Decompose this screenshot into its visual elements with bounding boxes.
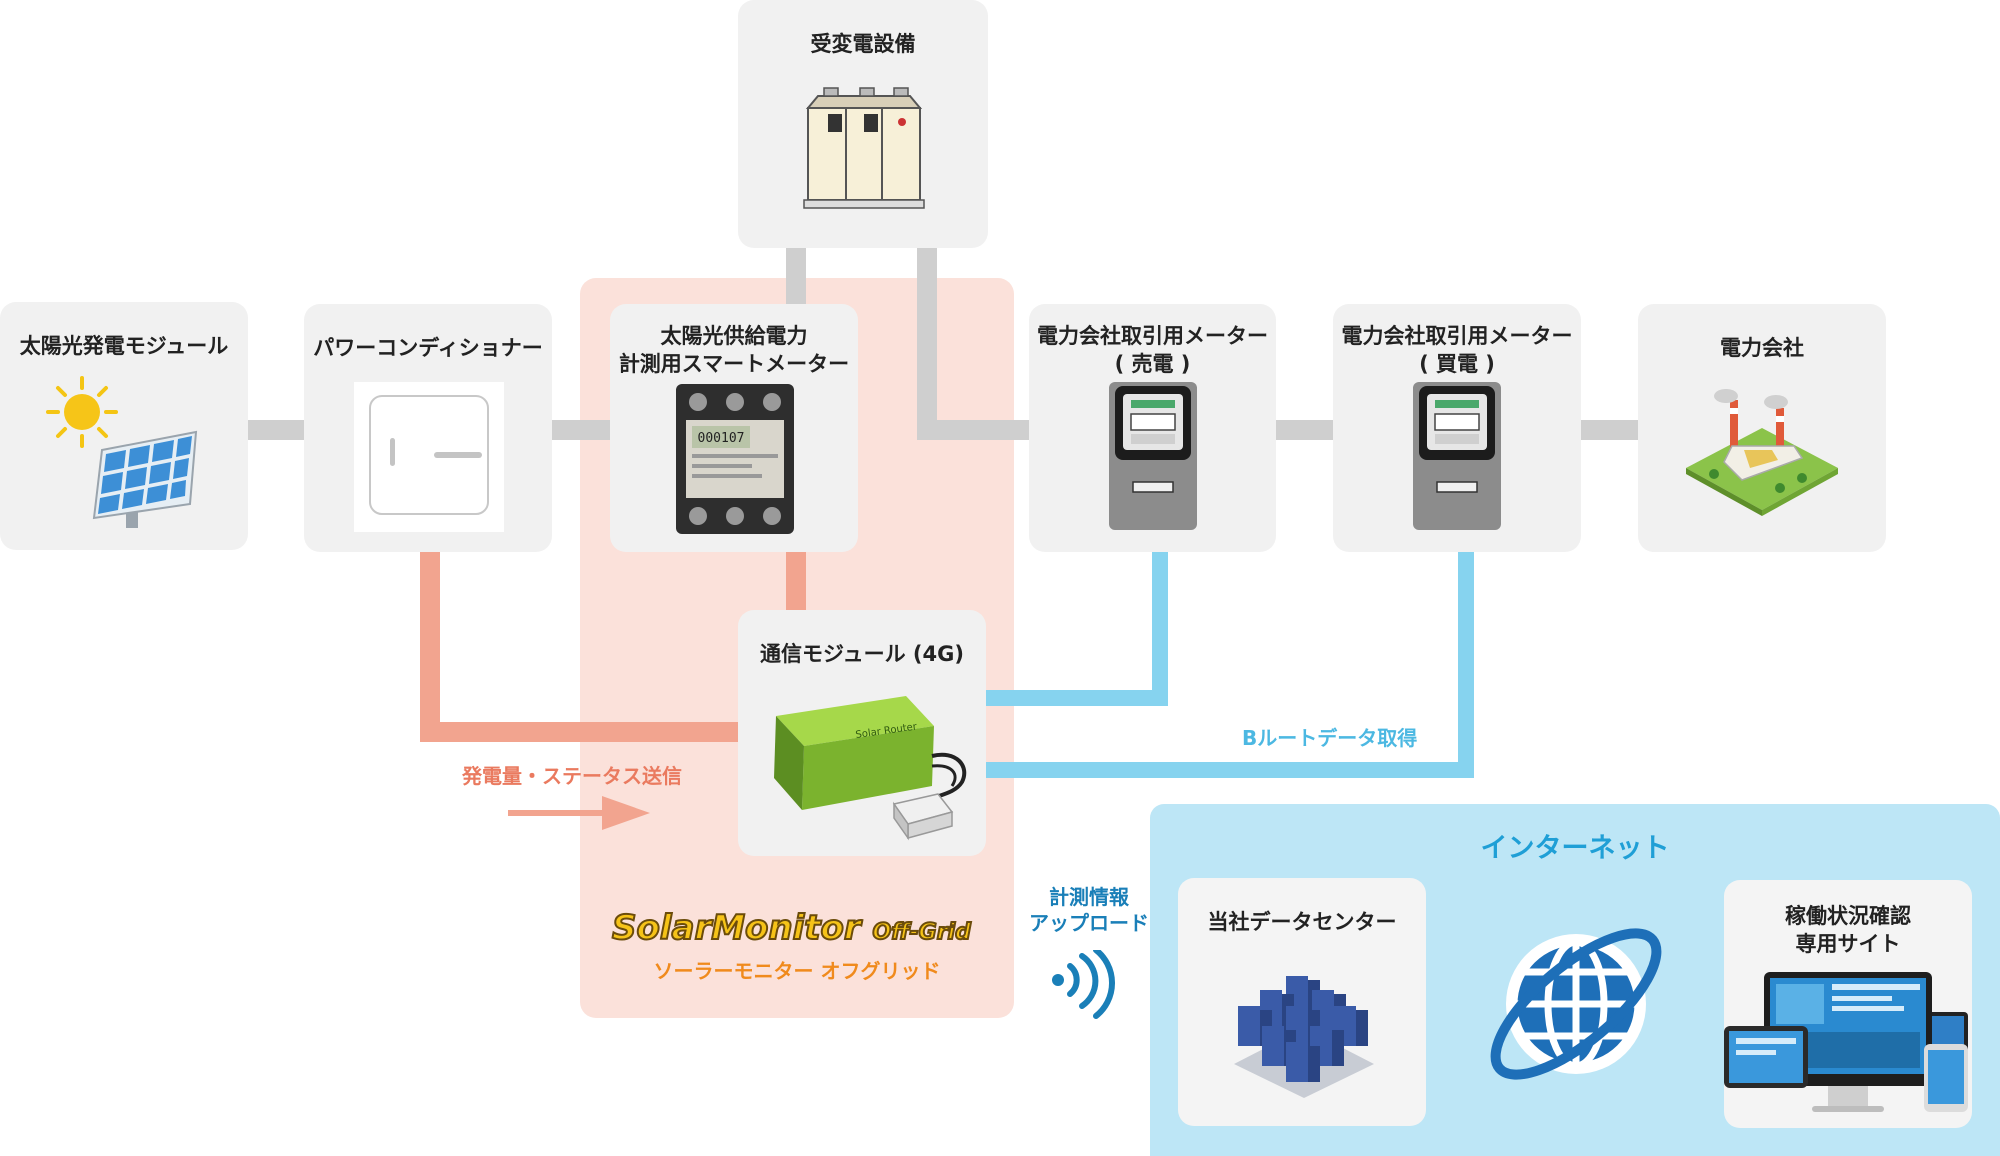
brand-subtitle: ソーラーモニター オフグリッド [653, 959, 941, 983]
wire-solar-to-pcs [248, 420, 304, 440]
sun-icon [46, 376, 118, 448]
upload-label: 計測情報 アップロード [1029, 885, 1149, 935]
buy-meter-title: 電力会社取引用メーター ( 買電 ) [1341, 324, 1573, 376]
comm-module-card: 通信モジュール (4G) Solar Router [738, 610, 986, 856]
substation-card: 受変電設備 [738, 0, 988, 248]
logo-sub-text: Off-Grid [871, 919, 971, 946]
utility-title: 電力会社 [1720, 336, 1804, 360]
ops-site-title: 稼働状況確認 専用サイト [1785, 904, 1911, 956]
cabinet-icon [803, 87, 925, 209]
electric-meter-icon [1413, 382, 1501, 530]
wire-pcs-to-comm-v [420, 552, 440, 742]
smart-meter-card: 太陽光供給電力 計測用スマートメーター 000107 [610, 304, 858, 552]
smart-meter-lcd: 000107 [698, 431, 745, 446]
solar-panel-icon [92, 430, 198, 528]
factory-icon [1686, 389, 1838, 516]
wire-smartmeter-to-comm [786, 552, 806, 610]
solar-module-title: 太陽光発電モジュール [19, 334, 229, 358]
arrow-right-icon [508, 796, 650, 830]
modem-icon: Solar Router [774, 696, 967, 841]
wire-sell-to-comm-v [1152, 552, 1168, 706]
internet-title: インターネット [1480, 833, 1670, 864]
ops-site-card: 稼働状況確認 専用サイト [1724, 880, 1972, 1128]
comm-module-title: 通信モジュール (4G) [760, 642, 964, 666]
generation-status-label: 発電量・ステータス送信 [462, 764, 682, 788]
power-conditioner-title: パワーコンディショナー [313, 336, 543, 360]
sell-meter-card: 電力会社取引用メーター ( 売電 ) [1029, 304, 1276, 552]
server-rack-icon [1234, 976, 1374, 1098]
sell-meter-title: 電力会社取引用メーター ( 売電 ) [1037, 324, 1268, 376]
smart-meter-title: 太陽光供給電力 計測用スマートメーター [618, 324, 850, 376]
data-center-title: 当社データセンター [1207, 910, 1397, 934]
logo-main-text: SolarMonitor [611, 907, 862, 949]
devices-icon [1724, 972, 1968, 1112]
power-conditioner-card: パワーコンディショナー [304, 304, 552, 552]
substation-title: 受変電設備 [810, 32, 916, 56]
wire-buy-to-utility [1580, 420, 1640, 440]
solar-module-card: 太陽光発電モジュール [0, 302, 248, 550]
electric-meter-icon [1109, 382, 1197, 530]
wire-buy-to-comm-h [986, 762, 1474, 778]
data-center-card: 当社データセンター [1178, 878, 1426, 1126]
buy-meter-card: 電力会社取引用メーター ( 買電 ) [1333, 304, 1581, 552]
power-conditioner-icon [354, 382, 504, 532]
globe-icon [1490, 928, 1662, 1080]
wire-pcs-to-comm-h [420, 722, 738, 742]
wireless-signal-icon [1052, 950, 1115, 1019]
b-route-label: Bルートデータ取得 [1242, 726, 1418, 750]
solar-monitor-logo: SolarMonitor Off-Grid [611, 907, 972, 949]
wire-sell-to-comm-h [986, 690, 1168, 706]
wire-sell-to-buy [1276, 420, 1336, 440]
wire-pcs-to-smartmeter [552, 420, 610, 440]
utility-card: 電力会社 [1638, 304, 1886, 552]
wire-substation-to-sellmeter-h [917, 420, 1029, 440]
smart-meter-icon: 000107 [676, 384, 794, 534]
wire-substation-to-smartmeter [786, 248, 806, 306]
wire-substation-to-sellmeter-v [917, 248, 937, 438]
wire-buy-to-comm-v [1458, 552, 1474, 778]
